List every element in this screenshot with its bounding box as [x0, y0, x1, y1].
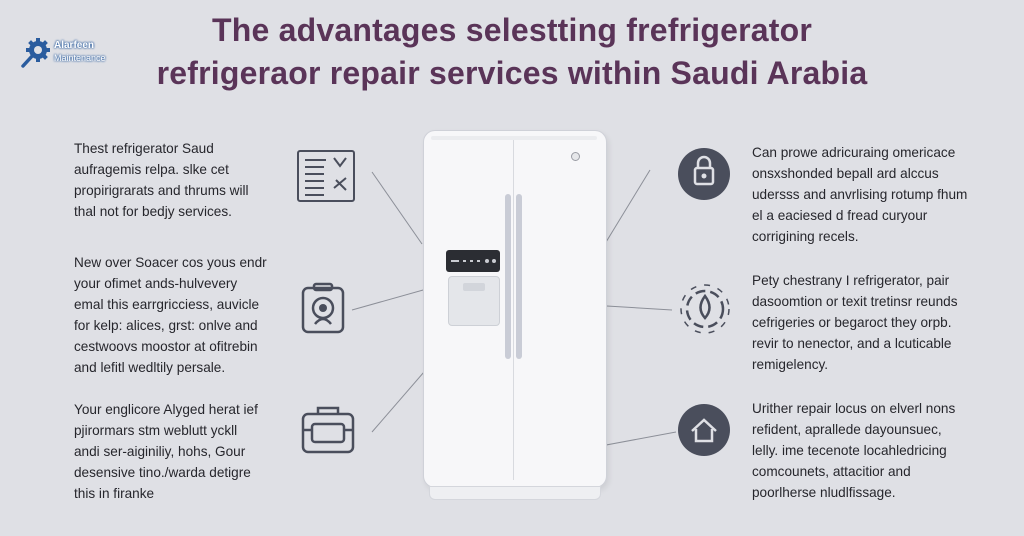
text-line: desensive tino./warda detigre	[74, 465, 251, 480]
benefit-right-2: Pety chestrany I refrigerator, pair daso…	[752, 270, 958, 375]
refrigerator-door-seam	[513, 140, 514, 480]
benefit-left-3: Your englicore Alyged herat ief pjirorma…	[74, 399, 258, 504]
benefit-right-1: Can prowe adricuraing omericace onsxshon…	[752, 142, 967, 247]
text-line: el a eaciesed d fread curyour	[752, 208, 928, 223]
indicator-light	[571, 152, 580, 161]
text-line: pjirormars stm weblutt yckll	[74, 423, 238, 438]
text-line: cestwoovs moostor at ofitrebin	[74, 339, 258, 354]
refrigerator-illustration	[423, 130, 607, 502]
text-line: propirigrarats and thrums will	[74, 183, 249, 198]
refrigerator-base	[429, 486, 601, 500]
text-line: poorlherse nludlfissage.	[752, 485, 896, 500]
shield-tools-icon	[301, 282, 345, 334]
text-line: Thest refrigerator Saud	[74, 141, 214, 156]
text-line: comcounets, attacitior and	[752, 464, 911, 479]
benefit-right-3: Urither repair locus on elverl nons refi…	[752, 398, 955, 503]
water-dispenser	[448, 276, 500, 326]
text-line: aufragemis relpa. slke cet	[74, 162, 229, 177]
text-line: your ofimet ands-hulvevery	[74, 276, 238, 291]
handle-right	[516, 194, 522, 359]
text-line: remigelency.	[752, 357, 829, 372]
page-title-line-2: refrigeraor repair services within Saudi…	[156, 55, 868, 91]
brand-name: Alarfeen	[54, 40, 95, 51]
text-line: this in firanke	[74, 486, 155, 501]
text-line: lelly. ime tecenote locahledricing	[752, 443, 947, 458]
text-line: dasoomtion or texit tretinsr reunds	[752, 294, 958, 309]
text-line: andi ser-aiginiliy, hohs, Gour	[74, 444, 246, 459]
text-line: cefrigeries or begaroct they orpb.	[752, 315, 952, 330]
text-line: New over Soacer cos yous endr	[74, 255, 267, 270]
brand-logo: Alarfeen Maintenance	[20, 36, 130, 70]
clipboard-tools-icon	[297, 150, 355, 202]
text-line: refident, aprallede dayounsuec,	[752, 422, 942, 437]
handle-left	[505, 194, 511, 359]
benefit-left-1: Thest refrigerator Saud aufragemis relpa…	[74, 138, 249, 222]
refrigerator-top-edge	[431, 136, 597, 140]
gear-wrench-icon	[21, 38, 50, 68]
home-icon	[678, 404, 730, 456]
text-line: thal not for bedjy services.	[74, 204, 232, 219]
text-line: Can prowe adricuraing omericace	[752, 145, 956, 160]
text-line: revir to nenector, and a lcuticable	[752, 336, 952, 351]
text-line: udersss and anvrlising rotump fhum	[752, 187, 968, 202]
text-line: Urither repair locus on elverl nons	[752, 401, 956, 416]
toolbox-icon	[301, 406, 355, 454]
page-title-line-1: The advantages selestting frefrigerator	[212, 12, 812, 48]
text-line: corrigining recels.	[752, 229, 859, 244]
benefit-left-2: New over Soacer cos yous endr your ofime…	[74, 252, 267, 378]
control-display	[446, 250, 500, 272]
droplet-gear-icon	[680, 284, 730, 334]
text-line: emal this earrgricciess, auvicle	[74, 297, 260, 312]
text-line: onsxshonded bepall ard alccus	[752, 166, 939, 181]
lock-icon	[678, 148, 730, 200]
text-line: Your englicore Alyged herat ief	[74, 402, 258, 417]
text-line: Pety chestrany I refrigerator, pair	[752, 273, 950, 288]
text-line: and lefitl wedltily persale.	[74, 360, 226, 375]
text-line: for kelp: alices, grst: onlve and	[74, 318, 258, 333]
brand-tagline: Maintenance	[54, 53, 106, 63]
